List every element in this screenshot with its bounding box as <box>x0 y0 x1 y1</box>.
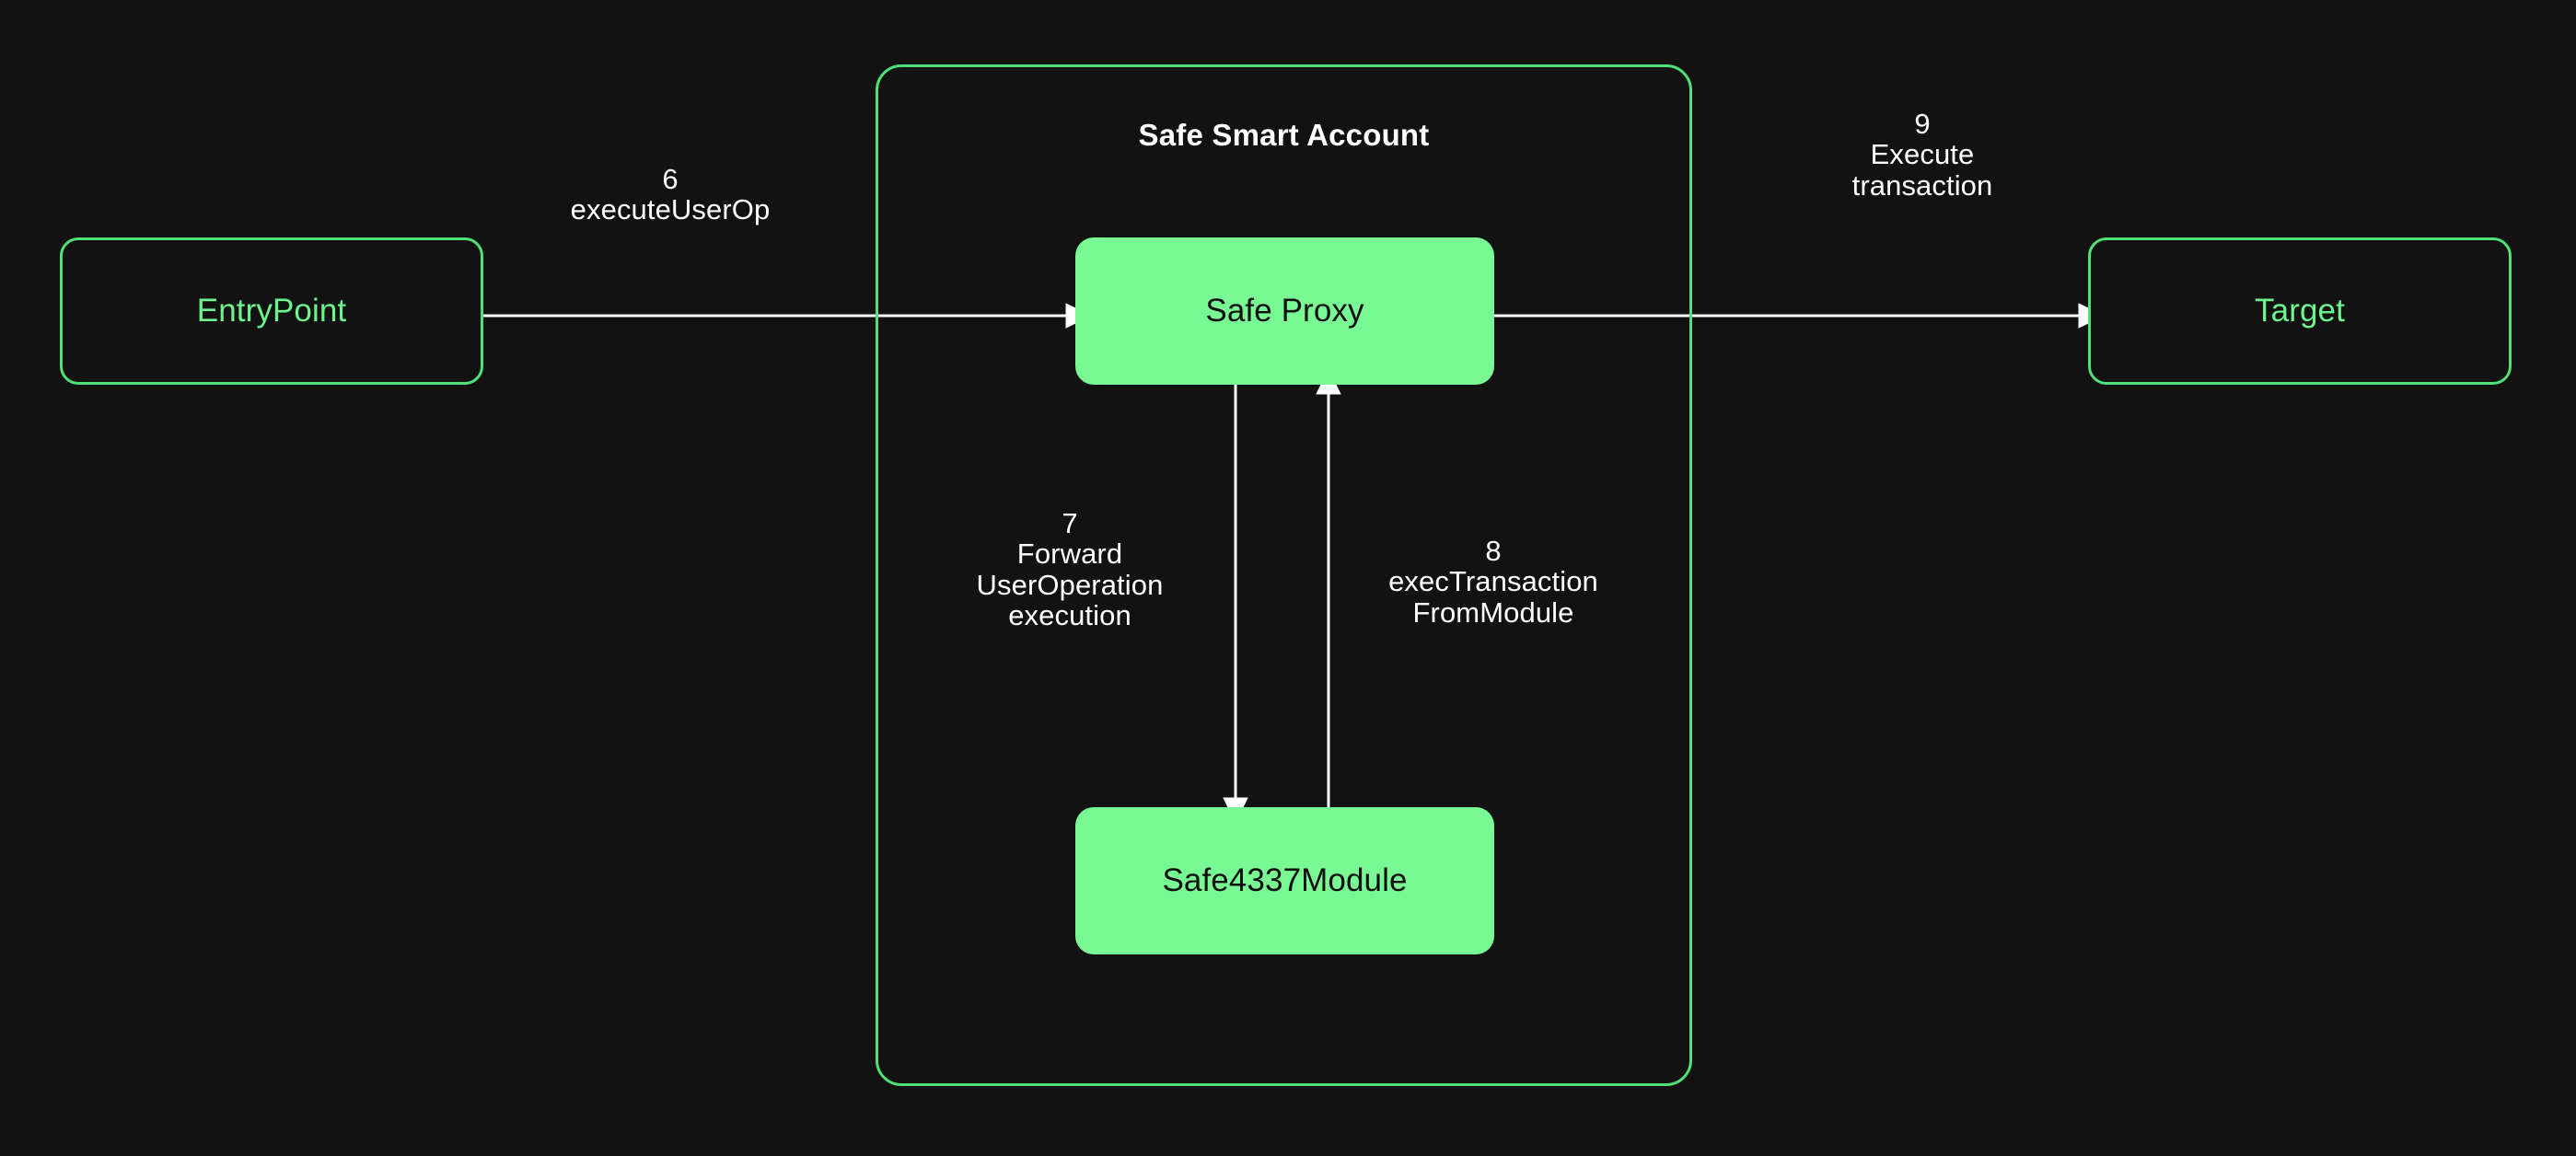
node-entrypoint[interactable]: EntryPoint <box>60 237 483 385</box>
edge-label-7-forward-user-operation-execution: 7 Forward UserOperation execution <box>976 507 1164 632</box>
node-target[interactable]: Target <box>2088 237 2512 385</box>
node-safe4337module-label: Safe4337Module <box>1162 862 1408 898</box>
node-safe-proxy-label: Safe Proxy <box>1205 293 1364 329</box>
node-target-label: Target <box>2255 293 2345 329</box>
edge-label-6-execute-user-op: 6 executeUserOp <box>570 163 771 226</box>
edge-label-8-exec-transaction-from-module: 8 execTransaction FromModule <box>1388 535 1598 629</box>
node-safe4337module[interactable]: Safe4337Module <box>1075 807 1494 954</box>
container-safe-smart-account <box>876 64 1692 1086</box>
edge-label-9-execute-transaction: 9 Execute transaction <box>1851 108 1993 202</box>
node-entrypoint-label: EntryPoint <box>196 293 347 329</box>
container-title-label: Safe Smart Account <box>1138 118 1430 152</box>
node-safe-proxy[interactable]: Safe Proxy <box>1075 237 1494 385</box>
